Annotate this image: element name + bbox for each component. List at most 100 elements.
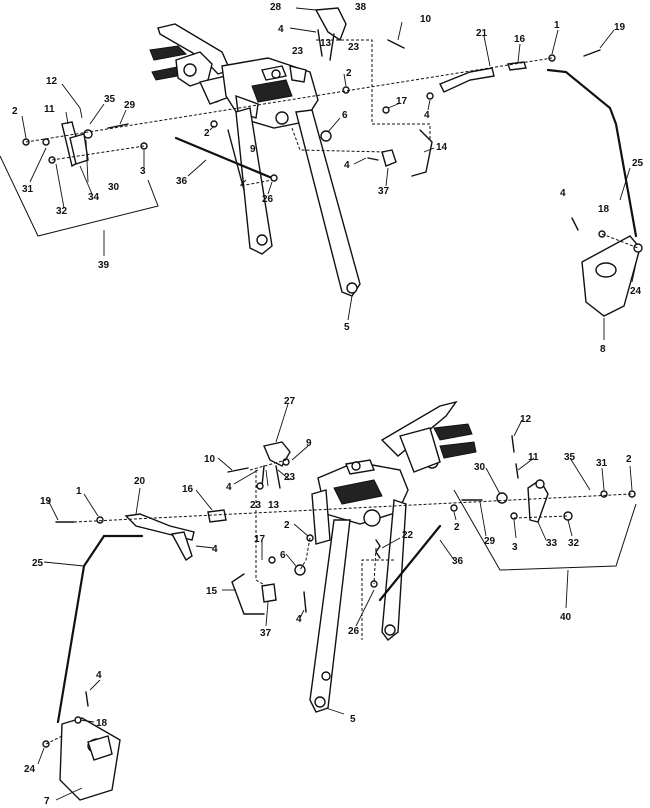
callout-36: 36 xyxy=(176,176,188,187)
callout-18: 18 xyxy=(96,718,108,729)
callout-32: 32 xyxy=(56,206,68,217)
top-plate-8 xyxy=(581,235,643,317)
callout-21: 21 xyxy=(476,28,488,39)
bottom-rod-36 xyxy=(378,524,442,602)
callout-25: 25 xyxy=(632,158,644,169)
callout-26: 26 xyxy=(262,194,274,205)
callout-4: 4 xyxy=(96,670,102,681)
callout-2: 2 xyxy=(626,454,632,465)
callout-35: 35 xyxy=(104,94,116,105)
callout-6: 6 xyxy=(342,110,348,121)
callout-5: 5 xyxy=(350,714,356,725)
callout-29: 29 xyxy=(484,536,496,547)
bottom-leaders xyxy=(37,403,637,801)
callout-4: 4 xyxy=(560,188,566,199)
callout-1: 1 xyxy=(76,486,82,497)
callout-27: 27 xyxy=(284,396,296,407)
bottom-plate-7 xyxy=(59,717,121,801)
callout-17: 17 xyxy=(396,96,408,107)
callout-30: 30 xyxy=(108,182,120,193)
top-dashed-lines xyxy=(25,39,639,249)
callout-1: 1 xyxy=(554,20,560,31)
bottom-control-handles xyxy=(380,400,477,473)
callout-40: 40 xyxy=(560,612,572,623)
callout-11: 11 xyxy=(528,452,539,463)
callout-6: 6 xyxy=(280,550,286,561)
callout-23: 23 xyxy=(284,472,296,483)
callout-28: 28 xyxy=(270,2,282,13)
callout-34: 34 xyxy=(88,192,100,203)
callout-16: 16 xyxy=(514,34,526,45)
callout-20: 20 xyxy=(134,476,146,487)
callout-39: 39 xyxy=(98,260,110,271)
callout-15: 15 xyxy=(206,586,218,597)
callout-37: 37 xyxy=(260,628,272,639)
callout-16: 16 xyxy=(182,484,194,495)
callout-4: 4 xyxy=(344,160,350,171)
callout-2: 2 xyxy=(12,106,18,117)
callout-23: 23 xyxy=(348,42,360,53)
top-left-bracket xyxy=(61,121,93,168)
callout-4: 4 xyxy=(424,110,430,121)
callout-31: 31 xyxy=(22,184,34,195)
callout-13: 13 xyxy=(268,500,280,511)
bottom-clamp-37 xyxy=(261,583,277,603)
callout-9: 9 xyxy=(306,438,312,449)
callout-10: 10 xyxy=(204,454,216,465)
bottom-assembly xyxy=(37,400,637,801)
callout-13: 13 xyxy=(320,38,332,49)
callout-5: 5 xyxy=(344,322,350,333)
callout-36: 36 xyxy=(452,556,464,567)
bottom-lever-20 xyxy=(124,509,227,562)
callout-19: 19 xyxy=(614,22,626,33)
callout-22: 22 xyxy=(402,530,414,541)
callout-38: 38 xyxy=(355,2,367,13)
callout-2: 2 xyxy=(454,522,460,533)
callout-11: 11 xyxy=(44,104,55,115)
top-assembly xyxy=(0,7,643,340)
top-right-arm xyxy=(295,109,361,297)
callout-19: 19 xyxy=(40,496,52,507)
callout-31: 31 xyxy=(596,458,608,469)
callout-8: 8 xyxy=(600,344,606,355)
callout-3: 3 xyxy=(512,542,518,553)
callout-10: 10 xyxy=(420,14,432,25)
top-clamp-37 xyxy=(381,149,397,167)
callout-14: 14 xyxy=(436,142,448,153)
callout-9: 9 xyxy=(250,144,256,155)
top-leaders xyxy=(0,7,639,340)
bottom-arm-5 xyxy=(309,519,351,713)
callout-7: 7 xyxy=(44,796,50,807)
callout-3: 3 xyxy=(140,166,146,177)
callout-32: 32 xyxy=(568,538,580,549)
callout-4: 4 xyxy=(226,482,232,493)
callout-24: 24 xyxy=(24,764,36,775)
callout-23: 23 xyxy=(292,46,304,57)
bottom-spring-22 xyxy=(375,539,381,559)
callout-29: 29 xyxy=(124,100,136,111)
callout-4: 4 xyxy=(212,544,218,555)
bottom-right-bracket xyxy=(527,479,549,523)
top-control-handles xyxy=(149,23,233,105)
callout-30: 30 xyxy=(474,462,486,473)
bottom-arm-26 xyxy=(381,499,407,641)
callout-2: 2 xyxy=(204,128,210,139)
callout-2: 2 xyxy=(346,68,352,79)
top-left-arm xyxy=(227,107,273,255)
bottom-console-body xyxy=(311,459,409,545)
callout-35: 35 xyxy=(564,452,576,463)
callout-37: 37 xyxy=(378,186,390,197)
callout-labels: 28 38 10 4 13 23 23 21 16 1 19 12 2 17 4… xyxy=(12,2,644,807)
callout-17: 17 xyxy=(254,534,266,545)
bottom-rod-15 xyxy=(231,573,265,615)
top-rod-36 xyxy=(174,136,274,180)
callout-24: 24 xyxy=(630,286,642,297)
callout-12: 12 xyxy=(520,414,532,425)
callout-33: 33 xyxy=(546,538,558,549)
callout-25: 25 xyxy=(32,558,44,569)
top-rod-25 xyxy=(546,68,638,238)
bottom-rod-25 xyxy=(56,534,144,724)
callout-2: 2 xyxy=(284,520,290,531)
callout-18: 18 xyxy=(598,204,610,215)
